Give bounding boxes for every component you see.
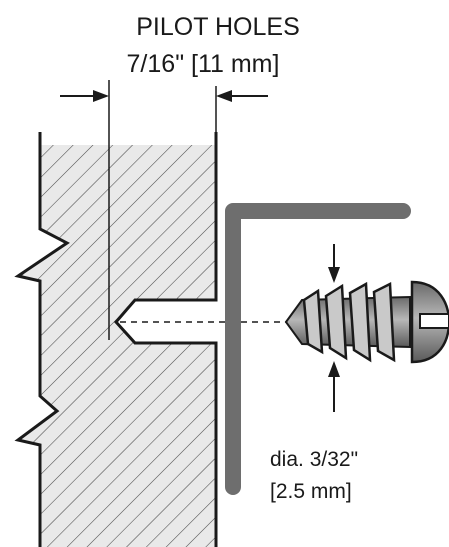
title-label: PILOT HOLES [136,13,300,41]
arrowhead-icon [328,361,340,377]
diameter-label-line2: [2.5 mm] [270,480,352,503]
l-bracket [225,203,411,495]
screw-thread [302,288,324,355]
wall-section [18,145,216,547]
depth-label: 7/16" [11 mm] [127,50,280,78]
diameter-label-line1: dia. 3/32" [270,448,358,471]
wall-outline-right [113,132,218,547]
arrowhead-icon [93,90,109,102]
screw-icon [284,280,449,364]
wall-outline-left [14,132,70,547]
screw-slot [419,313,449,329]
screw-thread [372,282,396,363]
screw-thread [348,281,372,363]
arrowhead-icon [216,90,232,102]
arrowhead-icon [328,267,340,283]
screw-thread [324,283,348,361]
